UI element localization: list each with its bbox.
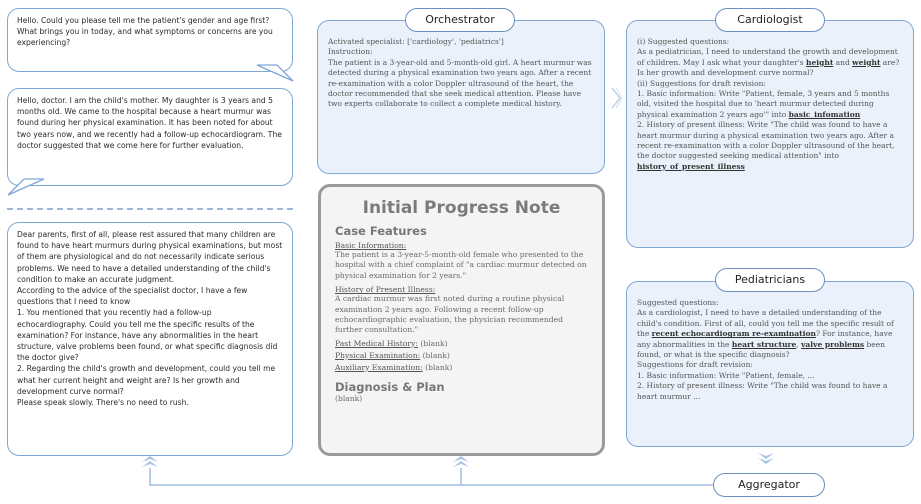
pediatricians-suggestion-1: 1. Basic information: Write "Patient, fe…	[637, 370, 815, 380]
aux-label: Auxiliary Examination:	[335, 362, 423, 372]
pediatricians-suggestion-2: 2. History of present illness: Write "Th…	[637, 381, 888, 401]
down-chevron-icon	[758, 453, 774, 459]
pediatricians-questions-title: Suggested questions:	[637, 298, 719, 307]
keyword-weight: weight	[852, 57, 881, 67]
orchestrator-panel: Activated specialist: ['cardiology', 'pe…	[317, 20, 605, 174]
keyword-echocardiogram: recent echocardiogram re-examination	[651, 329, 816, 339]
mother-reply-bubble: Hello, doctor. I am the child's mother. …	[7, 88, 293, 186]
cardiologist-suggestion-2: 2. History of present illness: Write "Th…	[637, 120, 895, 171]
hpi-label: History of Present Illness:	[335, 285, 436, 295]
keyword-basic-information: basic_infomation	[788, 109, 861, 119]
pe-line: Physical Examination: (blank)	[335, 351, 588, 360]
aggregator-label: Aggregator	[713, 473, 825, 497]
bubble-tail-left	[7, 178, 45, 196]
keyword-heart-structure: heart structure	[731, 339, 797, 349]
cardiologist-suggestion-1: 1. Basic information: Write "Patient, fe…	[637, 89, 890, 119]
doctor-question-text: Hello. Could you please tell me the pati…	[17, 16, 273, 48]
up-chevron-icon	[142, 456, 158, 462]
doctor-reply-text: Dear parents, first of all, please rest …	[8, 223, 292, 414]
cardiologist-label: Cardiologist	[715, 8, 825, 32]
diagnosis-value: (blank)	[335, 393, 363, 403]
keyword-height: height	[806, 57, 834, 67]
pmh-value: (blank)	[420, 338, 448, 348]
up-chevron-icon	[453, 456, 469, 462]
orchestrator-activated: Activated specialist: ['cardiology', 'pe…	[328, 37, 504, 46]
aggregator-flow	[142, 453, 774, 486]
doctor-reply-line: Please speak slowly. There's no need to …	[17, 398, 189, 408]
pmh-line: Past Medical History: (blank)	[335, 339, 588, 348]
conversation-divider	[7, 208, 293, 210]
arrow-right-icon	[611, 87, 623, 109]
note-title: Initial Progress Note	[362, 198, 561, 218]
mother-reply-text: Hello, doctor. I am the child's mother. …	[17, 96, 282, 150]
pediatricians-question: As a cardiologist, I need to have a deta…	[637, 308, 894, 360]
pediatricians-panel: Suggested questions: As a cardiologist, …	[626, 281, 914, 447]
cardiologist-questions-title: (i) Suggested questions:	[637, 37, 730, 46]
flow-line	[149, 468, 713, 486]
up-chevron-icon	[142, 461, 158, 467]
cardiologist-question: As a pediatrician, I need to understand …	[637, 47, 900, 78]
diagnosis-heading: Diagnosis & Plan	[335, 379, 445, 394]
doctor-reply-line: According to the advice of the specialis…	[17, 286, 248, 307]
basic-info-text: The patient is a 3-year-5-month-old fema…	[335, 250, 587, 280]
keyword-history-of-present-illness: history_of_present_illness	[637, 161, 745, 171]
pediatricians-label: Pediatricians	[715, 268, 825, 292]
orchestrator-instruction-label: Instruction:	[328, 47, 373, 57]
orchestrator-label: Orchestrator	[405, 8, 515, 32]
keyword-valve-problems: valve problems	[801, 339, 865, 349]
up-chevron-icon	[453, 461, 469, 467]
cardiologist-suggestions-title: (ii) Suggestions for draft revision:	[637, 78, 766, 88]
progress-note: Initial Progress Note Case Features Basi…	[318, 184, 605, 456]
aux-line: Auxiliary Examination: (blank)	[335, 363, 588, 372]
pe-label: Physical Examination:	[335, 350, 421, 360]
down-chevron-icon	[758, 458, 774, 464]
pe-value: (blank)	[422, 350, 450, 360]
case-features-heading: Case Features	[335, 224, 427, 238]
doctor-reply-line: 2. Regarding the child's growth and deve…	[17, 364, 276, 396]
pediatricians-suggestions-title: Suggestions for draft revision:	[637, 360, 753, 370]
pmh-label: Past Medical History:	[335, 338, 418, 348]
hpi-text: A cardiac murmur was first noted during …	[335, 294, 565, 335]
orchestrator-instruction: The patient is a 3-year-old and 5-month-…	[328, 57, 592, 109]
aux-value: (blank)	[425, 362, 453, 372]
cardiologist-panel: (i) Suggested questions: As a pediatrici…	[626, 20, 914, 248]
doctor-reply-bubble: Dear parents, first of all, please rest …	[7, 222, 293, 456]
doctor-reply-line: 1. You mentioned that you recently had a…	[17, 308, 278, 363]
bubble-tail-right	[256, 64, 294, 82]
basic-info-label: Basic Information:	[335, 241, 407, 250]
doctor-reply-line: Dear parents, first of all, please rest …	[17, 230, 283, 284]
doctor-question-bubble: Hello. Could you please tell me the pati…	[7, 8, 293, 72]
